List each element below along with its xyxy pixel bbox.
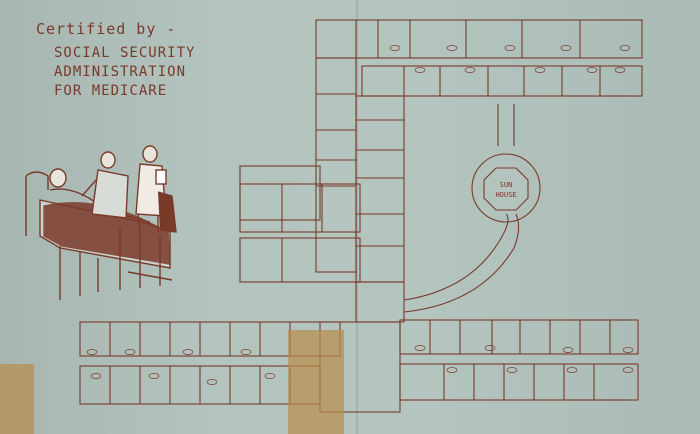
- administration-line: ADMINISTRATION: [54, 64, 187, 80]
- certified-by-line: Certified by -: [36, 20, 177, 38]
- certification-text: Certified by - SOCIAL SECURITY ADMINISTR…: [36, 20, 195, 101]
- social-security-line: SOCIAL SECURITY: [54, 45, 196, 61]
- tape-piece-center: [288, 330, 344, 434]
- floor-plan: [79, 19, 643, 413]
- medicare-line: FOR MEDICARE: [54, 83, 168, 99]
- sun-house-label-2: HOUSE: [495, 191, 516, 199]
- room-markers: [86, 45, 634, 385]
- tape-piece-left: [0, 364, 34, 434]
- page-fold: [356, 0, 358, 434]
- sun-house-label-1: SUN: [500, 181, 513, 189]
